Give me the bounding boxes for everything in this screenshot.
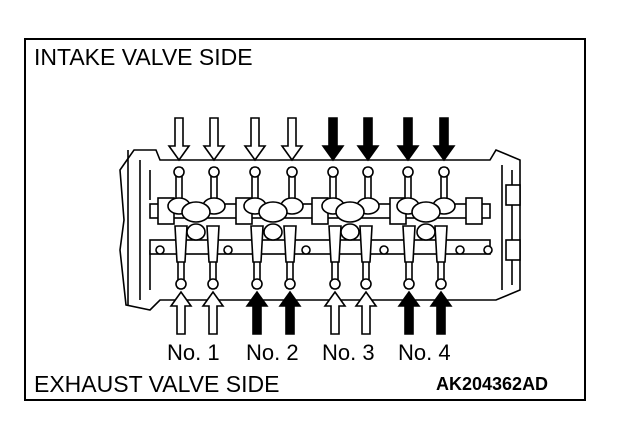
intake-adjuster-nut: [249, 166, 261, 178]
filled-arrow-icon: [432, 117, 456, 162]
cam-lobe: [258, 201, 288, 223]
figure-code: AK204362AD: [436, 374, 549, 394]
exhaust-adjuster-nut: [207, 278, 219, 290]
outline-arrow-icon: [280, 117, 304, 162]
outline-arrow-icon: [243, 117, 267, 162]
outline-arrow-icon: [202, 117, 226, 162]
cam-lobe: [411, 201, 441, 223]
filled-arrow-icon: [397, 290, 421, 335]
exhaust-rocker-arm: [250, 225, 264, 263]
exhaust-adjuster-nut: [360, 278, 372, 290]
cylinder-1-label: No. 1: [167, 340, 220, 365]
exhaust-cam-lobe: [416, 223, 436, 241]
cylinder-4-label: No. 4: [398, 340, 451, 365]
intake-adjuster-nut: [327, 166, 339, 178]
intake-adjuster-nut: [438, 166, 450, 178]
diagram-frame: [24, 38, 586, 401]
exhaust-cam-lobe: [263, 223, 283, 241]
intake-valve-side-label: INTAKE VALVE SIDE: [34, 44, 253, 70]
exhaust-arrows: [169, 290, 453, 335]
filled-arrow-icon: [278, 290, 302, 335]
rocker-arm-assemblies: [167, 166, 456, 290]
outline-arrow-icon: [169, 290, 193, 335]
exhaust-adjuster-nut: [329, 278, 341, 290]
exhaust-rocker-arm: [359, 225, 373, 263]
filled-arrow-icon: [429, 290, 453, 335]
exhaust-adjuster-nut: [435, 278, 447, 290]
exhaust-rocker-arm: [328, 225, 342, 263]
cam-lobe: [335, 201, 365, 223]
outline-arrow-icon: [323, 290, 347, 335]
exhaust-cam-lobe: [340, 223, 360, 241]
outline-arrow-icon: [201, 290, 225, 335]
intake-adjuster-nut: [402, 166, 414, 178]
cam-lobe: [181, 201, 211, 223]
outline-arrow-icon: [354, 290, 378, 335]
exhaust-adjuster-nut: [403, 278, 415, 290]
exhaust-adjuster-nut: [251, 278, 263, 290]
exhaust-rocker-arm: [206, 225, 220, 263]
exhaust-rocker-arm: [434, 225, 448, 263]
intake-arrows: [167, 117, 456, 162]
intake-adjuster-nut: [173, 166, 185, 178]
filled-arrow-icon: [356, 117, 380, 162]
intake-adjuster-nut: [362, 166, 374, 178]
outline-arrow-icon: [167, 117, 191, 162]
exhaust-adjuster-nut: [175, 278, 187, 290]
filled-arrow-icon: [321, 117, 345, 162]
cylinder-2-label: No. 2: [246, 340, 299, 365]
exhaust-rocker-arm: [402, 225, 416, 263]
filled-arrow-icon: [245, 290, 269, 335]
intake-adjuster-nut: [286, 166, 298, 178]
intake-adjuster-nut: [208, 166, 220, 178]
exhaust-rocker-arm: [283, 225, 297, 263]
exhaust-adjuster-nut: [284, 278, 296, 290]
filled-arrow-icon: [396, 117, 420, 162]
exhaust-valve-side-label: EXHAUST VALVE SIDE: [34, 371, 280, 397]
cylinder-3-label: No. 3: [322, 340, 375, 365]
exhaust-cam-lobe: [186, 223, 206, 241]
exhaust-rocker-arm: [174, 225, 188, 263]
